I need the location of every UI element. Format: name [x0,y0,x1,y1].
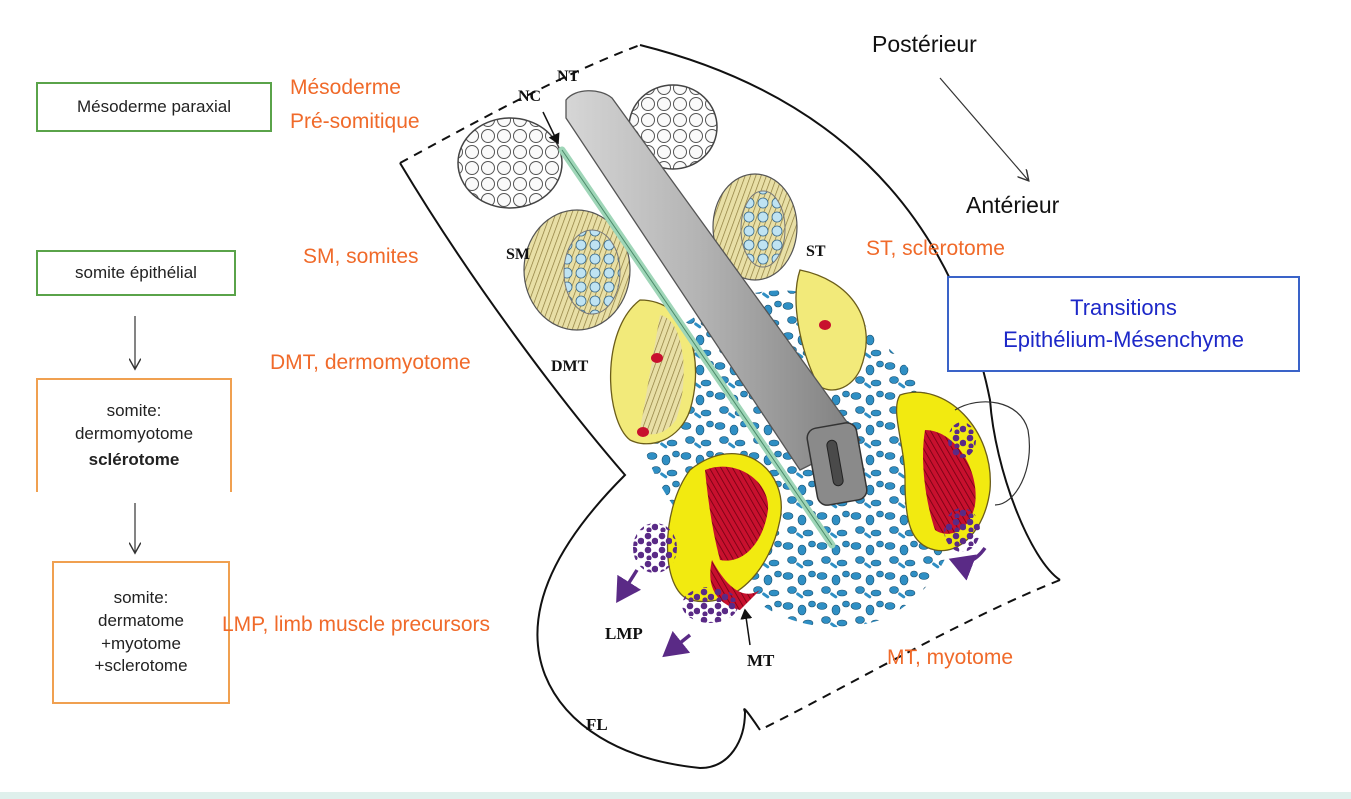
posterior-label: Postérieur [872,31,977,57]
annotation-lmp: LMP, limb muscle precursors [222,613,491,636]
limb-muscle-precursors [616,422,987,658]
paraxial-mesoderm-box: Mésoderme paraxial [36,82,272,132]
label-fl: FL [586,715,608,734]
somite-dermomyotome-box: somite: dermomyotome sclérotome [36,378,232,492]
label-sm: SM [506,246,530,263]
dermomyotome-left [609,299,697,445]
annotation-st: ST, sclerotome [866,237,1005,260]
bottom-border [0,792,1351,799]
somite1-line-2: dermomyotome [74,423,194,443]
label-st: ST [806,243,826,260]
emt-box: Transitions Epithélium-Mésenchyme [947,276,1300,372]
paraxial-mesoderm-label: Mésoderme paraxial [76,96,231,116]
label-dmt: DMT [551,358,589,375]
dermomyotome-right [795,269,867,391]
somite1-line-1: somite: [106,400,162,420]
epithelial-somite-box: somite épithélial [36,250,236,296]
somite2-line-4: +sclerotome [94,656,188,676]
annotation-psm-line2: Pré-somitique [290,110,420,133]
neural-tube [565,90,868,506]
annotation-mt: MT, myotome [887,646,1014,669]
epithelial-somite-left [523,209,631,331]
mt-pointer [740,608,753,646]
emt-line-1: Transitions [1070,295,1177,321]
label-nc: NC [518,88,542,105]
somite-dermatome-box: somite: dermatome +myotome +sclerotome [52,561,230,704]
anterior-label: Antérieur [966,192,1060,218]
annotation-sm: SM, somites [303,245,419,268]
somite2-line-2: dermatome [98,610,184,630]
epithelial-somite-label: somite épithélial [75,262,197,282]
label-nt: NT [557,68,580,85]
emt-line-2: Epithélium-Mésenchyme [1003,327,1244,352]
somite2-line-1: somite: [113,587,169,607]
annotation-dmt: DMT, dermomyotome [270,351,471,374]
label-lmp: LMP [605,624,643,643]
axis-arrow [939,77,1028,180]
label-mt: MT [747,651,775,670]
psm-cell-ball-left [457,117,563,209]
somite2-line-3: +myotome [101,633,181,653]
nc-pointer [542,111,560,145]
annotation-psm-line1: Mésoderme [290,76,401,99]
somite1-line-3: sclérotome [88,450,180,470]
epithelial-somite-right [712,173,798,281]
